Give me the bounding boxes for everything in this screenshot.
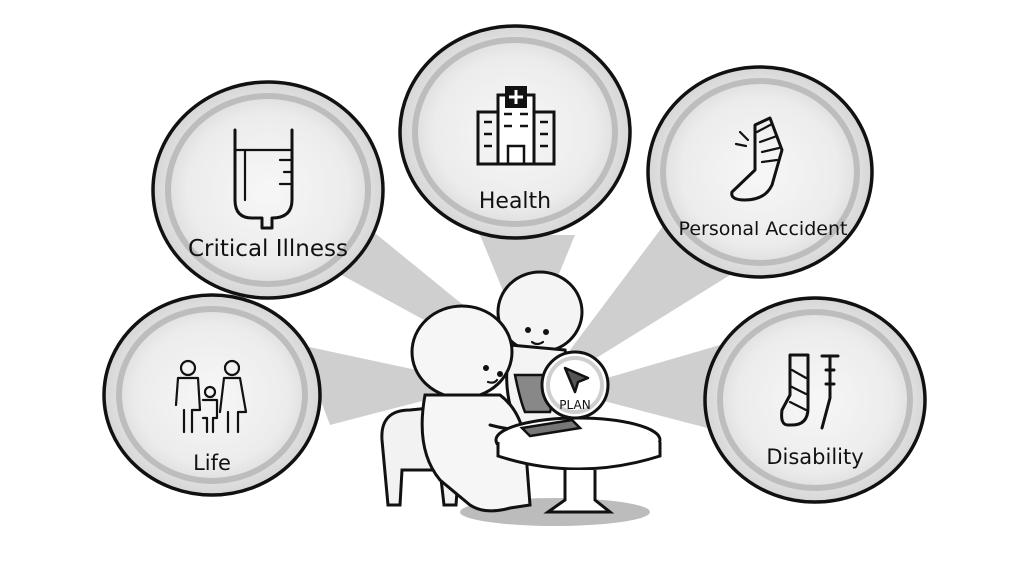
bubble-label-life: Life [193, 451, 231, 475]
character-front [410, 304, 550, 513]
bubble-critical-illness: Critical Illness [151, 80, 385, 300]
hospital-icon [476, 86, 556, 166]
bubble-life: Life [102, 293, 322, 497]
bubble-health: Health [398, 24, 632, 240]
cast-and-crutch-icon [780, 353, 840, 430]
iv-bag-icon [233, 128, 294, 230]
family-icon [174, 359, 248, 434]
beam-life [300, 345, 445, 425]
beam-disability [600, 345, 720, 430]
bubble-label-disability: Disability [766, 445, 863, 469]
bubble-label-critical-illness: Critical Illness [188, 236, 348, 262]
bubble-personal-accident: Personal Accident [646, 65, 874, 279]
plan-label: PLAN [559, 398, 590, 412]
bubble-disability: Disability [703, 296, 927, 504]
cursor-arrow-icon [563, 366, 590, 394]
plan-orb[interactable]: PLAN [540, 350, 610, 420]
bubble-label-personal-accident: Personal Accident [679, 218, 848, 240]
bubble-label-health: Health [479, 189, 551, 214]
people-at-table [380, 270, 662, 526]
tablet-device [519, 418, 583, 438]
bandaged-foot-icon [730, 116, 784, 202]
